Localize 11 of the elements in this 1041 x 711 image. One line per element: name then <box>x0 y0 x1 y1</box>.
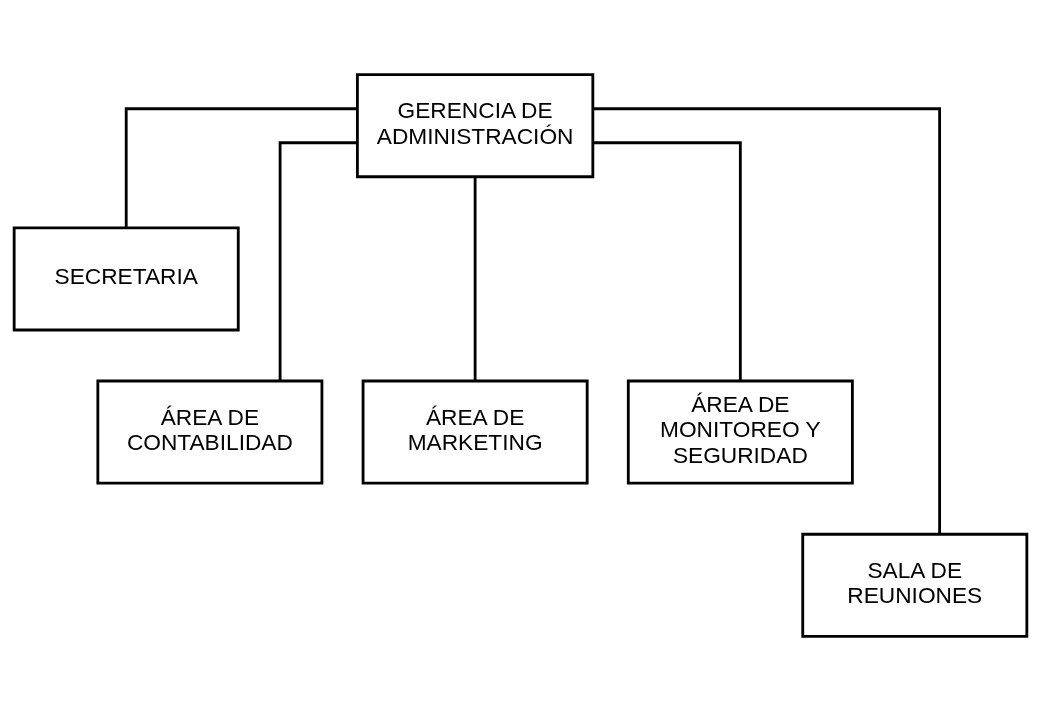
node-box: ÁREA DE MONITOREO Y SEGURIDAD <box>626 379 854 485</box>
connector <box>592 107 942 534</box>
node-box: SALA DE REUNIONES <box>801 532 1029 638</box>
node-box: GERENCIA DE ADMINISTRACIÓN <box>355 73 595 179</box>
connector <box>593 141 742 382</box>
connector <box>278 141 358 382</box>
node-box: ÁREA DE MARKETING <box>361 379 589 485</box>
node-box: SECRETARIA <box>12 226 240 332</box>
connector <box>124 107 357 228</box>
connector <box>473 177 477 381</box>
node-box: ÁREA DE CONTABILIDAD <box>96 379 324 485</box>
